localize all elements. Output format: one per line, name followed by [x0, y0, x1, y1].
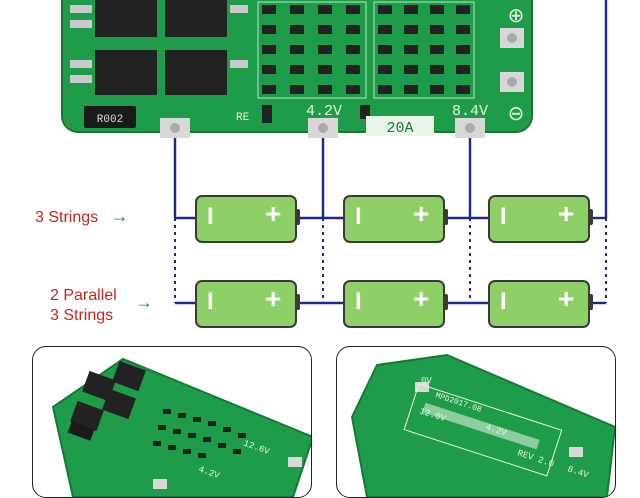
pcb-angle-photo: 12.6V 4.2V: [51, 357, 311, 497]
mosfet-chip: [165, 0, 227, 37]
resistor-code: R002: [97, 114, 123, 126]
pcb-back-photo: 0V MPD2017.08 12.0V 4.2V REV 2.0 8.4V: [350, 353, 615, 497]
mosfet-chip: [95, 0, 157, 37]
re-label: RE: [236, 112, 250, 124]
battery-cap: [443, 209, 448, 225]
photo-left: 12.6V 4.2V: [32, 346, 312, 498]
battery-cap: [588, 294, 593, 310]
battery-cell: I+: [488, 195, 593, 243]
wiring-diagram: [173, 0, 608, 305]
battery-positive-symbol: +: [413, 198, 430, 229]
battery-cap: [295, 209, 300, 225]
battery-negative-symbol: I: [355, 288, 362, 315]
mosfet-group: [70, 0, 248, 95]
battery-cell: I+: [195, 195, 300, 243]
battery-positive-symbol: +: [265, 198, 282, 229]
battery-positive-symbol: +: [413, 283, 430, 314]
parallel-label-line1: 2 Parallel: [50, 287, 117, 304]
battery-negative-symbol: I: [207, 203, 214, 230]
arrow-icon: →: [110, 206, 129, 226]
current-rating-label: 20A: [386, 120, 413, 137]
battery-cell: I+: [195, 280, 300, 328]
voltage-8v4-label: 8.4V: [452, 103, 488, 120]
voltage-4v2-label: 4.2V: [306, 103, 342, 120]
battery-positive-symbol: +: [265, 283, 282, 314]
mosfet-chip: [95, 50, 157, 95]
battery-body: [195, 195, 297, 243]
battery-cell: I+: [488, 280, 593, 328]
three-strings-label: 3 Strings →: [35, 206, 129, 228]
shunt-resistor: [84, 106, 136, 128]
label-0v: 0V: [421, 376, 432, 386]
battery-positive-symbol: +: [558, 198, 575, 229]
bms-board: R002 RE 4.2V 20A 8.4V ⊕ ⊖: [61, 0, 533, 138]
battery-body: [343, 280, 445, 328]
battery-cell: I+: [343, 280, 448, 328]
minus-terminal-symbol: ⊖: [508, 103, 525, 125]
battery-cell: I+: [343, 195, 448, 243]
battery-cap: [295, 294, 300, 310]
battery-negative-symbol: I: [500, 203, 507, 230]
battery-cap: [443, 294, 448, 310]
battery-negative-symbol: I: [500, 288, 507, 315]
smd-components: [262, 5, 470, 123]
parallel-label: 2 Parallel 3 Strings: [50, 286, 117, 326]
arrow-icon: →: [135, 292, 153, 312]
battery-negative-symbol: I: [355, 203, 362, 230]
battery-body: [488, 195, 590, 243]
battery-body: [488, 280, 590, 328]
battery-negative-symbol: I: [207, 288, 214, 315]
battery-cap: [588, 209, 593, 225]
photo-right: 0V MPD2017.08 12.0V 4.2V REV 2.0 8.4V: [336, 346, 616, 498]
battery-body: [343, 195, 445, 243]
plus-terminal-symbol: ⊕: [508, 5, 525, 27]
mosfet-chip: [165, 50, 227, 95]
parallel-label-line2: 3 Strings: [50, 307, 114, 324]
three-strings-text: 3 Strings: [35, 209, 99, 226]
battery-positive-symbol: +: [558, 283, 575, 314]
